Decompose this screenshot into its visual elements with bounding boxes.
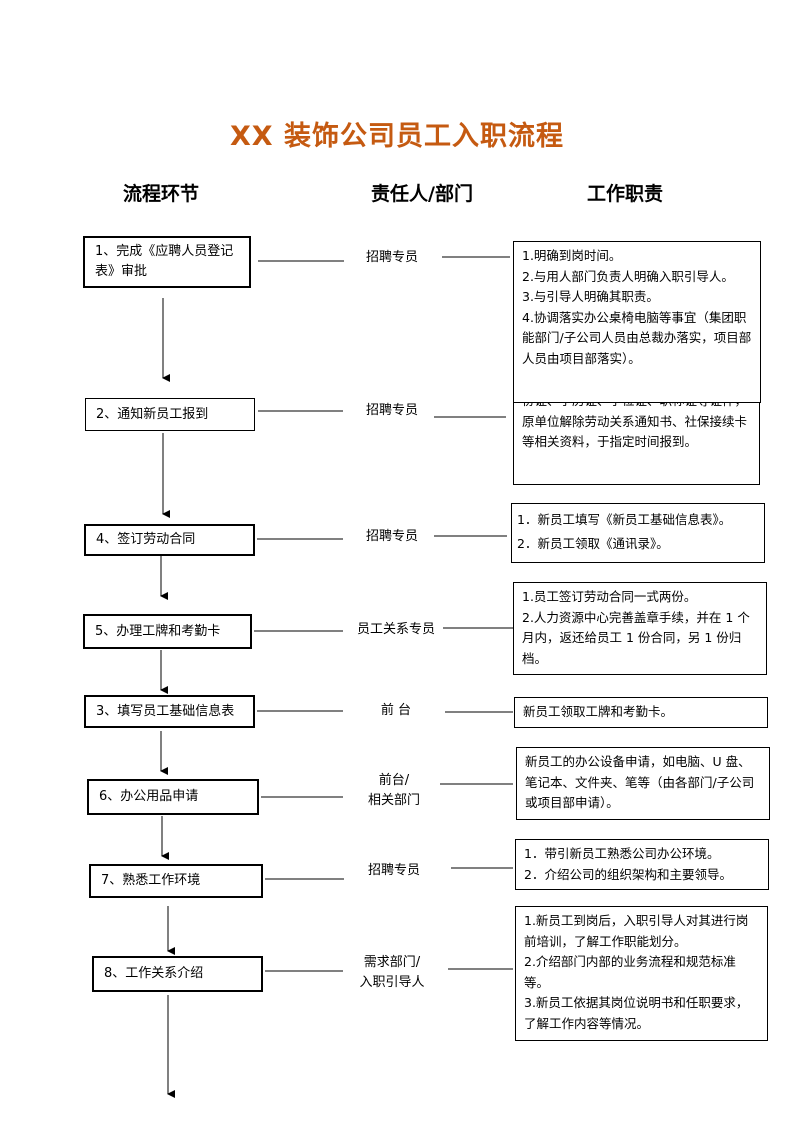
step-label: 7、熟悉工作环境: [101, 873, 201, 888]
step-label: 3、填写员工基础信息表: [96, 703, 235, 719]
step-box-7: 7、熟悉工作环境: [89, 864, 263, 898]
responsible-label-2: 招聘专员: [365, 403, 418, 418]
responsible-label-6: 前台/ 相关部门: [350, 771, 438, 811]
duty-box-7: 1．带引新员工熟悉公司办公环境。 2．介绍公司的组织架构和主要领导。: [515, 839, 769, 890]
duty-item: 2.与用人部门负责人明确入职引导人。: [522, 268, 734, 284]
duty-item: 2．介绍公司的组织架构和主要领导。: [524, 866, 732, 882]
duty-item: 2．新员工领取《通讯录》。: [517, 536, 669, 551]
duty-box-4: 1．新员工填写《新员工基础信息表》。 2．新员工领取《通讯录》。: [511, 503, 765, 563]
duty-item: 1.明确到岗时间。: [522, 248, 622, 263]
duty-box-1: 1.明确到岗时间。 2.与用人部门负责人明确入职引导人。 3.与引导人明确其职责…: [513, 241, 761, 403]
duty-box-3: 新员工领取工牌和考勤卡。: [514, 697, 768, 728]
step-label: 2、通知新员工报到: [96, 406, 209, 422]
column-header-responsible: 责任人/部门: [371, 183, 473, 205]
column-header-duties: 工作职责: [587, 183, 664, 205]
responsible-line: 入职引导人: [359, 975, 425, 990]
duty-item: 1．带引新员工熟悉公司办公环境。: [524, 846, 720, 861]
step-box-4: 4、签订劳动合同: [84, 524, 255, 556]
step-box-8: 8、工作关系介绍: [92, 956, 263, 992]
step-box-6: 6、办公用品申请: [87, 779, 259, 815]
responsible-label-4: 招聘专员: [365, 529, 418, 544]
duty-item: 3.与引导人明确其职责。: [522, 289, 659, 304]
responsible-label-5: 员工关系专员: [356, 622, 435, 637]
duty-item: 2.介绍部门内部的业务流程和规范标准等。: [524, 954, 736, 990]
duty-item: 2.人力资源中心完善盖章手续，并在 1 个月内，返还给员工 1 份合同，另 1 …: [522, 609, 750, 666]
step-box-3: 3、填写员工基础信息表: [84, 695, 255, 728]
column-header-process: 流程环节: [123, 183, 200, 205]
duty-box-5: 1.员工签订劳动合同一式两份。 2.人力资源中心完善盖章手续，并在 1 个月内，…: [513, 582, 767, 675]
step-label: 8、工作关系介绍: [104, 966, 204, 981]
responsible-label-3: 前 台: [380, 703, 412, 718]
step-box-1: 1、完成《应聘人员登记表》审批: [83, 236, 251, 288]
step-label: 1、完成《应聘人员登记表》审批: [95, 244, 234, 279]
page-title: XX 装饰公司员工入职流程: [229, 121, 565, 152]
responsible-line: 需求部门/: [363, 955, 421, 970]
duty-item: 1.员工签订劳动合同一式两份。: [522, 589, 697, 604]
step-box-5: 5、办理工牌和考勤卡: [83, 614, 252, 649]
duty-item: 1．新员工填写《新员工基础信息表》。: [517, 512, 732, 527]
step-box-2: 2、通知新员工报到: [85, 398, 255, 431]
step-label: 4、签订劳动合同: [96, 532, 196, 547]
step-label: 6、办公用品申请: [99, 789, 199, 804]
responsible-label-1: 招聘专员: [365, 250, 418, 265]
duty-item: 3.新员工依据其岗位说明书和任职要求，了解工作内容等情况。: [524, 995, 749, 1031]
responsible-label-8: 需求部门/ 入职引导人: [344, 953, 440, 993]
duty-item: 新员工领取工牌和考勤卡。: [523, 704, 674, 719]
responsible-line: 相关部门: [367, 793, 420, 808]
duty-item: 4.协调落实办公桌椅电脑等事宜（集团职能部门/子公司人员由总裁办落实，项目部人员…: [522, 309, 752, 366]
duty-box-6: 新员工的办公设备申请，如电脑、U 盘、笔记本、文件夹、笔等（由各部门/子公司或项…: [516, 747, 770, 820]
duty-item: 1.新员工到岗后，入职引导人对其进行岗前培训，了解工作职能划分。: [524, 913, 749, 949]
duty-item: 新员工的办公设备申请，如电脑、U 盘、笔记本、文件夹、笔等（由各部门/子公司或项…: [525, 754, 755, 810]
responsible-line: 前台/: [378, 773, 410, 788]
duty-box-8: 1.新员工到岗后，入职引导人对其进行岗前培训，了解工作职能划分。 2.介绍部门内…: [515, 906, 768, 1041]
step-label: 5、办理工牌和考勤卡: [95, 623, 221, 639]
responsible-label-7: 招聘专员: [367, 863, 420, 878]
